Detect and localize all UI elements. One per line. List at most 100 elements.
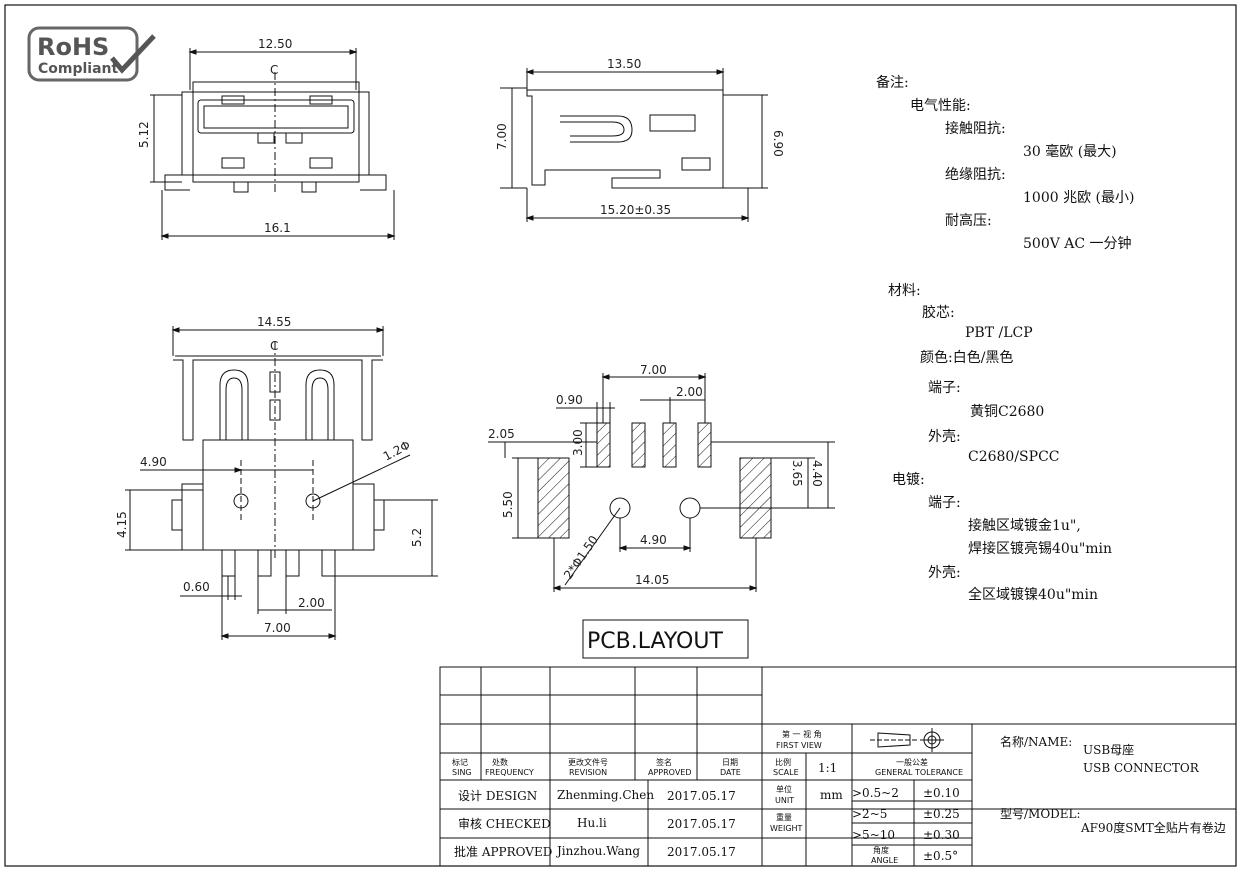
- notes-plating-terminal: 端子:: [928, 495, 961, 511]
- pcb-440-label: 4.40: [810, 460, 824, 487]
- side-right-height-label: 6.90: [771, 130, 785, 157]
- notes-terminal: 端子:: [928, 380, 961, 396]
- rohs-subtitle: Compliant: [38, 61, 119, 77]
- tb-tol-range-2: >2~5: [852, 807, 887, 821]
- notes-title: 备注:: [876, 74, 909, 91]
- tb-tol-value-2: ±0.25: [923, 807, 960, 821]
- pcb-hole-spacing-label: 4.90: [640, 533, 667, 547]
- pcb-pad-height-label: 3.00: [571, 429, 585, 456]
- notes-electrical: 电气性能:: [910, 98, 971, 114]
- tb-name-en: USB CONNECTOR: [1083, 761, 1200, 775]
- side-top-width-label: 13.50: [607, 57, 641, 71]
- front-width-label: 14.55: [257, 315, 291, 329]
- rohs-title: RoHS: [37, 33, 109, 61]
- tb-tol-range-3: >5~10: [852, 828, 895, 842]
- top-centerline-mark: C: [270, 63, 278, 77]
- side-bottom-width-label: 15.20±0.35: [600, 203, 671, 217]
- tb-scale-val: 1:1: [818, 761, 837, 775]
- notes-insulation-res: 绝缘阻抗:: [945, 167, 1006, 183]
- pcb-edge-label: 2.05: [488, 427, 515, 441]
- pcb-pad-pitch-label: 2.00: [676, 385, 703, 399]
- tb-view-en: FIRST VIEW: [776, 741, 822, 750]
- front-centerline-mark: C: [270, 339, 278, 353]
- tb-count-en: FREQUENCY: [485, 768, 534, 777]
- pcb-total-width-label: 14.05: [635, 573, 669, 587]
- tb-unit-en: UNIT: [775, 796, 794, 805]
- front-offset-label: 4.90: [140, 455, 167, 469]
- notes-block: 备注: 电气性能: 接触阻抗: 30 毫欧 (最大) 绝缘阻抗: 1000 兆欧…: [876, 74, 1134, 603]
- tb-change-doc: 更改文件号: [568, 757, 608, 767]
- front-pin-span-label: 7.00: [264, 621, 291, 635]
- top-view: [150, 48, 396, 240]
- tb-checked-date: 2017.05.17: [667, 817, 736, 831]
- tb-view: 第 一 视 角: [782, 729, 822, 739]
- front-hole-label: 1.2Φ: [381, 438, 413, 464]
- notes-core-val: PBT /LCP: [965, 325, 1033, 341]
- tb-angle: 角度: [873, 845, 889, 855]
- notes-contact-res-val: 30 毫欧 (最大): [1023, 143, 1117, 160]
- tb-name-label: 名称/NAME:: [1000, 734, 1072, 749]
- notes-plating-shell: 外壳:: [928, 564, 961, 581]
- tb-design-label: 设计 DESIGN: [458, 789, 537, 803]
- front-left-height-label: 4.15: [115, 511, 129, 538]
- tb-mark-en: SING: [452, 768, 472, 777]
- front-pin-pitch-label: 2.00: [298, 596, 325, 610]
- tb-sign: 签名: [656, 757, 672, 767]
- tb-tol-range-1: >0.5~2: [852, 786, 899, 800]
- pcb-pad-width-label: 0.90: [556, 393, 583, 407]
- tb-change-doc-en: REVISION: [569, 768, 607, 777]
- title-block: [439, 666, 1237, 867]
- pcb-shell-height-label: 5.50: [501, 491, 515, 518]
- notes-voltage-val: 500V AC 一分钟: [1023, 235, 1132, 252]
- notes-shell-val: C2680/SPCC: [968, 449, 1060, 465]
- side-left-height-label: 7.00: [495, 123, 509, 150]
- tb-date-en: DATE: [720, 768, 741, 777]
- tb-scale: 比例: [775, 757, 791, 767]
- tb-approved-name: Jinzhou.Wang: [555, 844, 640, 858]
- tb-scale-en: SCALE: [773, 768, 799, 777]
- pcb-pad-span-label: 7.00: [640, 363, 667, 377]
- top-width-label: 12.50: [258, 37, 292, 51]
- tb-count: 处数: [492, 757, 508, 767]
- notes-plating-shell-val: 全区域镀镍40u"min: [968, 586, 1098, 603]
- tb-tolerance: 一般公差: [896, 757, 928, 767]
- front-view: [125, 326, 438, 640]
- rohs-logo: RoHS Compliant: [27, 26, 156, 82]
- notes-shell: 外壳:: [928, 428, 961, 445]
- check-icon: [110, 34, 156, 74]
- tb-design-date: 2017.05.17: [667, 789, 736, 803]
- front-right-height-label: 5.2: [410, 528, 424, 547]
- notes-color: 颜色:白色/黑色: [920, 349, 1013, 366]
- front-pin-width-label: 0.60: [183, 580, 210, 594]
- tb-name-cn: USB母座: [1083, 742, 1134, 757]
- notes-plating: 电镀:: [892, 471, 925, 488]
- notes-material: 材料:: [888, 283, 921, 299]
- tb-tol-angle: ±0.5°: [923, 849, 958, 863]
- tb-approved-label: 批准 APPROVED: [454, 844, 552, 859]
- side-view: [500, 68, 768, 222]
- tb-design-name: Zhenming.Chen: [557, 788, 654, 802]
- tb-tolerance-en: GENERAL TOLERANCE: [875, 768, 963, 777]
- tb-approved-date: 2017.05.17: [667, 845, 736, 859]
- pcb-layout-box: [582, 619, 749, 659]
- tb-checked-name: Hu.li: [577, 816, 607, 830]
- pcb-layout-title: PCB.LAYOUT: [587, 629, 723, 654]
- notes-voltage: 耐高压:: [945, 212, 992, 229]
- tb-checked-label: 审核 CHECKED: [458, 816, 551, 831]
- tb-date: 日期: [722, 758, 738, 767]
- notes-insulation-res-val: 1000 兆欧 (最小): [1023, 190, 1134, 206]
- pcb-365-label: 3.65: [790, 460, 804, 487]
- tb-sign-en: APPROVED: [648, 768, 692, 777]
- notes-terminal-val: 黄铜C2680: [970, 403, 1044, 420]
- pcb-hole-dia-label: 2*Φ1.50: [561, 533, 601, 582]
- tb-unit: 单位: [776, 784, 792, 794]
- tb-tol-value-3: ±0.30: [923, 828, 960, 842]
- pcb-layout-view: [488, 373, 835, 592]
- tb-model-val: AF90度SMT全贴片有卷边: [1080, 820, 1226, 835]
- tb-model-label: 型号/MODEL:: [1000, 807, 1081, 821]
- tb-tol-value-1: ±0.10: [923, 786, 960, 800]
- notes-contact-res: 接触阻抗:: [945, 120, 1006, 137]
- notes-plating-terminal-val2: 焊接区镀亮锡40u"min: [968, 540, 1112, 557]
- tb-weight: 重量: [776, 812, 792, 822]
